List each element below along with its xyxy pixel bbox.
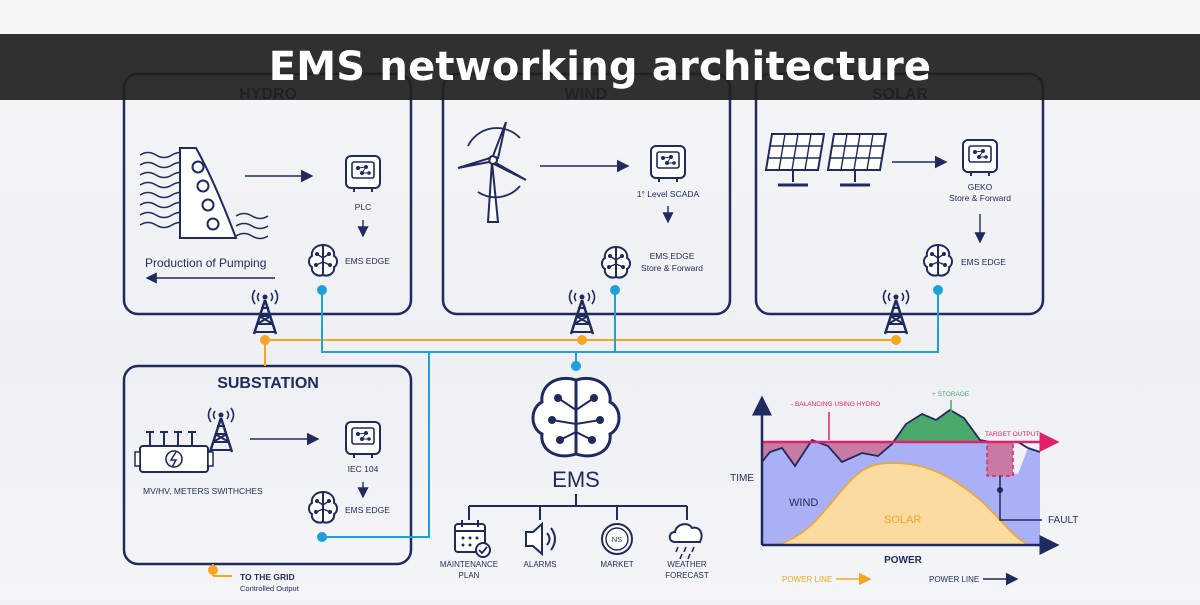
- solar-area: [777, 462, 1031, 546]
- plan-label: PLAN: [459, 571, 480, 580]
- equipment-label: MV/HV, METERS SWITHCHES: [143, 486, 263, 496]
- geko-icon: [962, 139, 998, 177]
- production-of-pumping-label: Production of Pumping: [145, 256, 266, 270]
- solar-ems-edge-icon: [923, 244, 953, 277]
- storage-area: [892, 410, 990, 442]
- iec104-icon: [345, 421, 381, 459]
- time-axis-label: TIME: [730, 473, 754, 484]
- substation-ems-edge-icon: [308, 491, 338, 524]
- data-network-lines: [317, 285, 943, 542]
- forecast-label: FORECAST: [665, 571, 709, 580]
- ns-coin-icon: NS: [601, 523, 633, 555]
- market-label: MARKET: [600, 560, 633, 569]
- geko-label: GEKO: [968, 182, 993, 192]
- to-the-grid-label: TO THE GRID: [240, 572, 295, 582]
- solar-ems-edge-label: EMS EDGE: [961, 257, 1006, 267]
- output-curve: [761, 408, 1041, 468]
- dam-icon: [139, 147, 269, 240]
- hydro-grid-tower-icon: [251, 288, 279, 336]
- rain-cloud-icon: [668, 523, 703, 560]
- page-title: EMS networking architecture: [0, 34, 1200, 100]
- fault-label: FAULT: [1048, 515, 1078, 526]
- solar-area-label: SOLAR: [884, 514, 921, 526]
- ns-badge: NS: [612, 535, 622, 544]
- controlled-output-label: Controlled Output: [240, 584, 300, 593]
- calendar-icon: [454, 520, 491, 558]
- balancing-area: [762, 440, 892, 466]
- power-output-chart: [752, 395, 1060, 555]
- ems-service-tree: [468, 494, 688, 520]
- wind-ems-edge-label: EMS EDGE: [650, 251, 695, 261]
- speaker-icon: [525, 521, 556, 557]
- hydro-ems-edge-label: EMS EDGE: [345, 256, 390, 266]
- data-line-legend-label: POWER LINE: [929, 575, 979, 584]
- solar-panels-icon: [764, 133, 888, 187]
- substation-tower-icon: [207, 406, 235, 454]
- balancing-label: - BALANCING USING HYDRO: [791, 401, 880, 408]
- scada-label: 1° Level SCADA: [637, 189, 700, 199]
- plc-label: PLC: [355, 202, 372, 212]
- fault-area: [986, 441, 1014, 477]
- target-output-label: TARGET OUTPUT: [985, 431, 1039, 438]
- maintenance-label: MAINTENANCE: [440, 560, 498, 569]
- wind-store-forward-label: Store & Forward: [641, 263, 703, 273]
- substation-title: SUBSTATION: [217, 375, 319, 392]
- power-axis-label: POWER: [884, 555, 923, 566]
- substation-ems-edge-label: EMS EDGE: [345, 505, 390, 515]
- storage-label: + STORAGE: [932, 391, 970, 398]
- ems-brain-icon: [531, 377, 621, 458]
- plc-icon: [345, 155, 381, 193]
- power-line-legend-label: POWER LINE: [782, 575, 832, 584]
- substation-panel: [122, 364, 413, 566]
- wind-turbine-icon: [457, 121, 527, 223]
- power-line: [208, 335, 901, 577]
- wind-area-label: WIND: [789, 497, 818, 509]
- weather-label: WEATHER: [667, 560, 707, 569]
- transformer-icon: [134, 431, 214, 473]
- wind-ems-edge-icon: [601, 246, 631, 279]
- solar-grid-tower-icon: [882, 288, 910, 336]
- wind-grid-tower-icon: [568, 288, 596, 336]
- scada-icon: [650, 145, 686, 183]
- alarms-label: ALARMS: [524, 560, 557, 569]
- geko-store-forward-label: Store & Forward: [949, 193, 1011, 203]
- iec104-label: IEC 104: [348, 464, 379, 474]
- hydro-ems-edge-icon: [308, 244, 338, 277]
- ems-label: EMS: [552, 467, 600, 492]
